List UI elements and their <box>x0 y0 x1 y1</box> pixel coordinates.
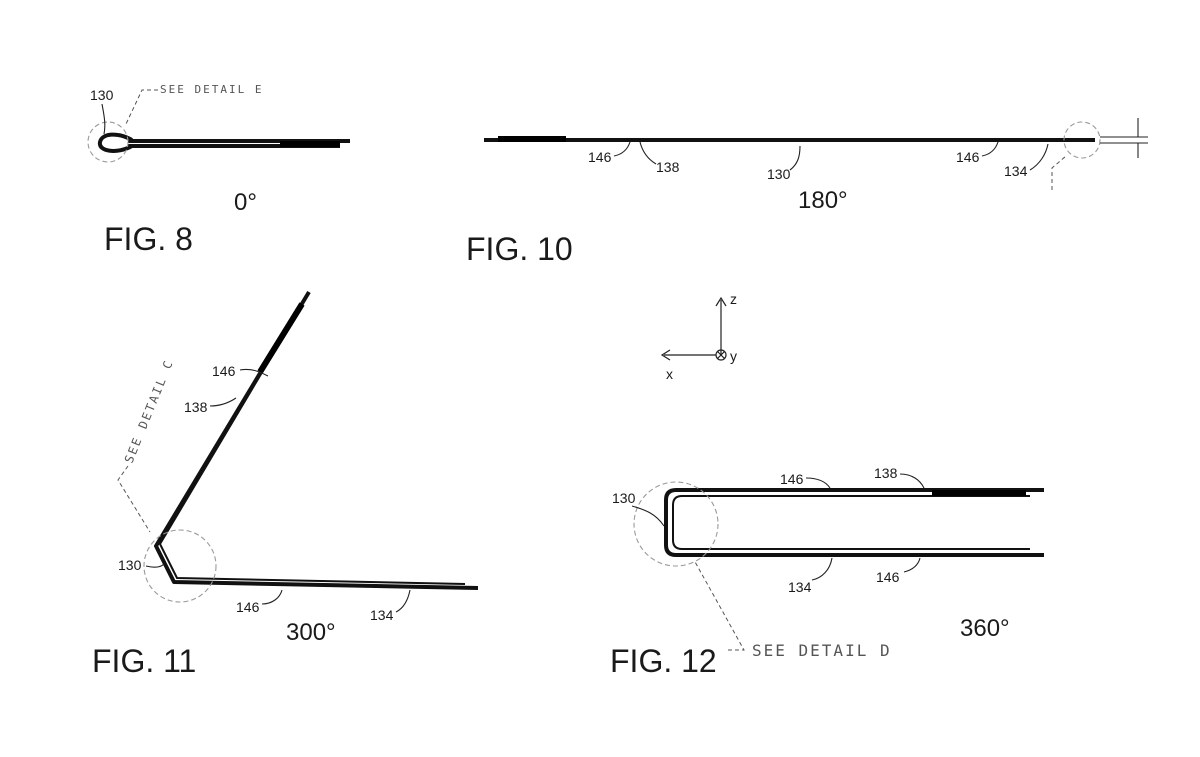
fig12-detail-leader <box>693 559 745 651</box>
fig12-leader-130 <box>631 505 665 527</box>
fig8-angle: 0° <box>234 189 257 216</box>
axis-triad: z x y <box>660 291 737 382</box>
fig8-ref-130: 130 <box>90 87 114 103</box>
fig12-label: FIG. 12 <box>610 643 717 679</box>
axis-label-y: y <box>730 348 737 364</box>
fig12-ref-134: 134 <box>788 579 812 595</box>
fig12-ref-146-top: 146 <box>780 471 804 487</box>
fig11-ref-134: 134 <box>370 607 394 623</box>
fig11-ref-130: 130 <box>118 557 142 573</box>
fig11-ref-146-bottom: 146 <box>236 599 260 615</box>
fig8-detail-leader <box>125 89 158 125</box>
fig11-panel-outer <box>154 290 479 590</box>
fig-11: 146 138 130 146 134 SEE DETAIL C 300° FI… <box>92 290 479 679</box>
fig12-angle: 360° <box>960 615 1010 642</box>
fig12-u-inner <box>672 495 1030 550</box>
fig11-leader-130 <box>145 563 165 568</box>
fig12-ref-130: 130 <box>612 490 636 506</box>
fig10-leader-138 <box>639 141 657 165</box>
fig10-leader-146-right <box>981 141 999 157</box>
y-axis-cross-b <box>717 351 725 359</box>
fig8-leader-130 <box>101 103 106 135</box>
fig11-angle: 300° <box>286 619 336 646</box>
fig12-ref-146-bottom: 146 <box>876 569 900 585</box>
axis-label-x: x <box>666 366 673 382</box>
x-axis-arrowhead <box>660 349 671 361</box>
fig10-leader-134 <box>1029 143 1049 171</box>
fig8-detail-circle <box>87 121 129 163</box>
fig12-detail-callout: SEE DETAIL D <box>752 641 892 660</box>
axis-label-z: z <box>730 291 737 307</box>
fig10-ref-130: 130 <box>767 166 791 182</box>
fig11-leader-138 <box>209 397 237 407</box>
fig10-angle: 180° <box>798 187 848 214</box>
z-axis-arrowhead <box>715 296 727 307</box>
fig-12: 130 146 138 134 146 SEE DETAIL D 360° FI… <box>610 465 1044 679</box>
fig12-leader-138 <box>899 473 925 489</box>
fig11-leader-146-top <box>239 368 269 377</box>
fig10-label: FIG. 10 <box>466 231 573 267</box>
fig11-detail-circle <box>143 529 217 603</box>
fig12-leader-134 <box>811 557 833 581</box>
fig11-panel-dark <box>257 302 305 374</box>
fig11-leader-146-bottom <box>261 589 283 605</box>
fig12-leader-146-bottom <box>903 557 921 573</box>
fig8-detail-callout: SEE DETAIL E <box>160 83 263 96</box>
fig11-leader-134 <box>395 589 411 613</box>
fig11-ref-138: 138 <box>184 399 208 415</box>
fig10-leader-dashed <box>1051 155 1067 190</box>
fig-10: 146 138 130 146 134 180° FIG. 10 <box>466 118 1148 267</box>
fig10-ref-138: 138 <box>656 159 680 175</box>
fig8-hinge-loop <box>97 132 133 153</box>
fig11-panel-inner <box>158 299 466 585</box>
fig8-label: FIG. 8 <box>104 221 193 257</box>
fig11-label: FIG. 11 <box>92 643 196 679</box>
fig11-detail-leader <box>117 465 151 533</box>
fig12-ref-138: 138 <box>874 465 898 481</box>
fig12-leader-146-top <box>805 477 831 489</box>
fig11-ref-146-top: 146 <box>212 363 236 379</box>
fig10-leader-146-left <box>613 141 631 157</box>
y-axis-into-page-icon <box>715 349 727 361</box>
fig10-ref-146-right: 146 <box>956 149 980 165</box>
fig11-detail-callout: SEE DETAIL C <box>122 357 176 465</box>
fig12-u-outer <box>664 488 1044 557</box>
fig-8: 130 SEE DETAIL E 0° FIG. 8 <box>87 83 350 257</box>
fig10-ref-134: 134 <box>1004 163 1028 179</box>
fig12-detail-circle <box>633 481 719 567</box>
fig10-ref-146-left: 146 <box>588 149 612 165</box>
fig10-leader-130 <box>789 145 801 171</box>
fig10-detail-circle <box>1063 121 1101 159</box>
